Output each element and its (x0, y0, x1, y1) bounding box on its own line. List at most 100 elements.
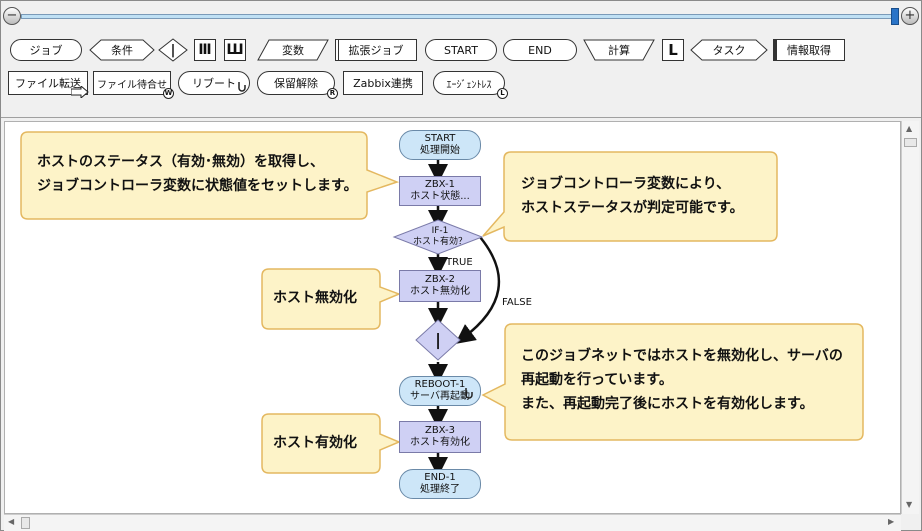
palette-condition[interactable]: 条件 (89, 39, 155, 61)
reboot-icon (238, 82, 246, 92)
jobnet-canvas[interactable]: ホストのステータス（有効･無効）を取得し、 ジョブコントローラ変数に状態値をセッ… (4, 121, 901, 514)
palette-file-wait[interactable]: ファイル待合せ W (93, 71, 174, 99)
zbx1-node[interactable]: ZBX-1 ホスト状態... (399, 176, 481, 206)
zbx3-node[interactable]: ZBX-3 ホスト有効化 (399, 421, 481, 453)
callout-line: ジョブコントローラ変数により、 (521, 176, 731, 192)
callout-bubble-3 (261, 268, 402, 330)
palette-label: START (444, 43, 478, 57)
node-id: REBOOT-1 (414, 379, 466, 390)
palette-parallel-end[interactable]: Ш (224, 39, 246, 61)
horizontal-scrollbar[interactable]: ◀ ▶ (4, 514, 901, 531)
arrow-right-icon (71, 86, 89, 98)
palette-label: 拡張ジョブ (348, 44, 404, 57)
palette-label: 情報取得 (787, 44, 831, 57)
palette-label: Zabbix連携 (353, 77, 413, 90)
palette-hold-release[interactable]: 保留解除 R (257, 71, 338, 99)
callout-bubble-5 (261, 413, 401, 474)
callout-bubble-2 (482, 151, 778, 242)
node-name: 処理開始 (420, 145, 460, 156)
vertical-scrollbar[interactable]: ▲ ▼ (901, 121, 919, 514)
false-label: FALSE (502, 297, 532, 308)
palette-loop[interactable]: L (662, 39, 684, 61)
palette-label: タスク (712, 44, 746, 57)
palette-reboot[interactable]: リブート (178, 71, 250, 95)
zoom-slider-thumb[interactable] (891, 8, 899, 25)
callout-text-2: ジョブコントローラ変数により、 ホストステータスが判定可能です。 (521, 172, 744, 220)
hexagon-shape-icon (690, 39, 768, 61)
r-badge-icon: R (327, 88, 338, 99)
node-name: ホスト有効？ (412, 237, 467, 247)
callout-line: 再起動を行っています。 (521, 372, 673, 388)
zoom-slider-track[interactable] (21, 14, 897, 19)
node-name: サーバ再起動 (410, 391, 470, 402)
callout-line: このジョブネットではホストを無効化し、サーバの (521, 348, 843, 364)
palette-split[interactable]: | (158, 38, 188, 62)
vertical-scroll-thumb[interactable] (904, 138, 917, 147)
node-id: END-1 (424, 472, 456, 483)
palette-variable[interactable]: 変数 (257, 39, 329, 61)
palette-start[interactable]: START (425, 39, 497, 61)
callout-text-1: ホストのステータス（有効･無効）を取得し、 ジョブコントローラ変数に状態値をセッ… (37, 150, 358, 198)
palette-zabbix[interactable]: Zabbix連携 (343, 71, 423, 95)
flow-connectors (20, 131, 864, 477)
zoom-out-button[interactable]: − (3, 7, 21, 25)
palette-info-get[interactable]: 情報取得 (773, 39, 845, 61)
zbx2-node[interactable]: ZBX-2 ホスト無効化 (399, 270, 481, 302)
palette-agentless[interactable]: ｴｰｼﾞｪﾝﾄﾚｽ L (433, 71, 508, 99)
scroll-right-icon[interactable]: ▶ (888, 517, 895, 526)
callout-text-3: ホスト無効化 (273, 286, 357, 310)
reboot-icon (465, 388, 473, 399)
node-id: IF-1 (431, 226, 449, 236)
node-name: 処理終了 (420, 484, 460, 495)
palette-label: 条件 (111, 44, 133, 57)
scroll-up-icon[interactable]: ▲ (906, 124, 913, 133)
callout-line: ジョブコントローラ変数に状態値をセットします。 (37, 178, 358, 194)
node-name: ホスト有効化 (410, 437, 470, 448)
palette-label: L (668, 41, 678, 59)
palette-job[interactable]: ジョブ (10, 39, 82, 61)
palette-label: ファイル転送 (15, 77, 81, 90)
callout-line: ホストのステータス（有効･無効）を取得し、 (37, 154, 324, 170)
true-label: TRUE (446, 257, 473, 268)
horizontal-scroll-thumb[interactable] (21, 517, 30, 529)
scroll-down-icon[interactable]: ▼ (906, 500, 913, 509)
palette-task[interactable]: タスク (690, 39, 768, 61)
icon-palette: ジョブ 条件 | Ⅲ Ш 変数 拡張ジョブ START END 計算 L タスク… (1, 34, 921, 118)
if1-label: IF-1 ホスト有効？ (399, 224, 481, 250)
merge-diamond[interactable] (415, 319, 461, 361)
node-id: START (424, 133, 456, 144)
palette-label: | (170, 42, 176, 58)
palette-label: Ⅲ (198, 42, 212, 58)
callout-line: ホスト無効化 (273, 290, 357, 306)
palette-extended-job[interactable]: 拡張ジョブ (335, 39, 417, 61)
hexagon-shape-icon (89, 39, 155, 61)
merge-label: | (435, 330, 441, 349)
callout-line: また、再起動完了後にホストを有効化します。 (521, 396, 814, 412)
palette-parallel-start[interactable]: Ⅲ (194, 39, 216, 61)
scroll-left-icon[interactable]: ◀ (8, 517, 15, 526)
node-name: ホスト無効化 (410, 286, 470, 297)
node-id: ZBX-2 (424, 274, 456, 285)
node-id: ZBX-1 (424, 179, 456, 190)
reboot1-node[interactable]: REBOOT-1 サーバ再起動 (399, 376, 481, 406)
palette-file-transfer[interactable]: ファイル転送 (8, 71, 89, 98)
palette-label: ファイル待合せ (97, 79, 167, 91)
palette-label: 保留解除 (274, 77, 318, 90)
l-badge-icon: L (497, 88, 508, 99)
diamond-shape-icon (158, 38, 188, 62)
w-badge-icon: W (163, 88, 174, 99)
if1-diamond[interactable] (392, 219, 484, 255)
callout-bubble-1 (20, 131, 400, 220)
callout-text-4: このジョブネットではホストを無効化し、サーバの 再起動を行っています。 また、再… (521, 344, 843, 416)
palette-end[interactable]: END (503, 39, 577, 61)
palette-calc[interactable]: 計算 (583, 39, 655, 61)
palette-label: 変数 (282, 44, 304, 57)
callout-line: ホスト有効化 (273, 435, 357, 451)
start-node[interactable]: START 処理開始 (399, 130, 481, 160)
palette-label: 計算 (608, 44, 630, 57)
end1-node[interactable]: END-1 処理終了 (399, 469, 481, 499)
palette-label: ジョブ (29, 44, 63, 57)
parallelogram-shape-icon (257, 39, 329, 61)
zoom-in-button[interactable]: + (901, 7, 919, 25)
node-name: ホスト状態... (410, 191, 470, 202)
